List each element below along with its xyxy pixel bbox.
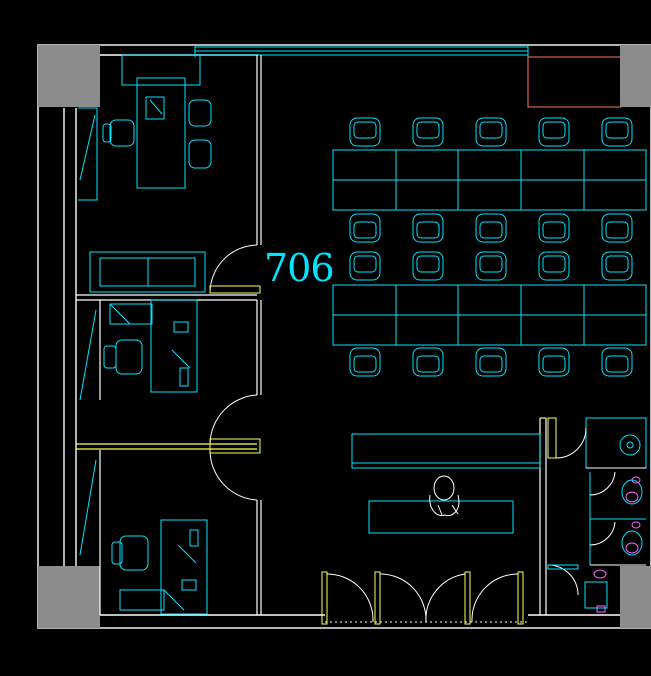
person-icon [429,475,460,517]
conference-chair-icon [349,251,381,281]
toilet-icon [584,581,608,609]
door-swing-icon [379,573,427,623]
conference-chair-icon [538,213,570,243]
office-chair-icon [188,99,212,127]
conference-chair-icon [412,117,444,147]
desk-icon [136,77,186,189]
door-swing-icon [471,573,519,623]
room-number-label: 706 [264,246,335,290]
office-doors [209,244,261,501]
window-frame-top-right [527,56,622,108]
door-swing-icon [589,521,616,546]
conference-chair-icon [475,251,507,281]
conference-chairs [349,117,633,377]
office-1-furniture [78,54,212,201]
conference-chair-icon [538,117,570,147]
conference-chair-icon [412,213,444,243]
conference-chair-icon [601,251,633,281]
reception-desk [368,500,514,534]
conference-chair-icon [601,117,633,147]
conference-chair-icon [412,251,444,281]
column-icon [620,566,651,628]
door-swing-icon [209,244,258,293]
sink-icon [619,434,641,456]
columns [38,45,651,628]
column-icon [38,45,100,107]
column-icon [620,45,651,107]
conference-chair-icon [475,213,507,243]
door-swing-icon [209,394,258,445]
column-icon [38,566,100,628]
office-chair-icon [119,535,149,571]
conference-chair-icon [538,251,570,281]
conference-chair-icon [412,347,444,377]
toilet-icon [621,530,643,556]
desk-icon [160,519,208,615]
door-swing-icon [326,573,374,623]
reception-counter [351,433,541,469]
top-window [194,45,529,57]
restroom [547,417,647,596]
conference-chair-icon [601,213,633,243]
conference-chair-icon [349,347,381,377]
conference-chair-icon [475,347,507,377]
conference-chair-icon [475,117,507,147]
door-swing-icon [425,573,466,623]
conference-area [332,149,647,346]
reception [351,433,541,534]
office-chair-icon [109,119,135,147]
conference-chair-icon [601,347,633,377]
conference-chair-icon [349,117,381,147]
office-chair-icon [188,139,212,169]
door-swing-icon [209,449,258,501]
office-3-furniture [79,459,208,615]
desk-icon [150,299,198,393]
office-2-furniture [79,251,206,401]
conference-chair-icon [538,347,570,377]
sofa-icon [89,251,206,293]
restroom-fixtures [584,434,643,613]
conference-chair-icon [349,213,381,243]
door-swing-icon [555,427,587,459]
door-swing-icon [589,471,616,496]
outer-walls [37,44,651,629]
office-chair-icon [115,339,143,375]
partition-yellow [76,417,546,450]
entry-doors [321,571,528,625]
